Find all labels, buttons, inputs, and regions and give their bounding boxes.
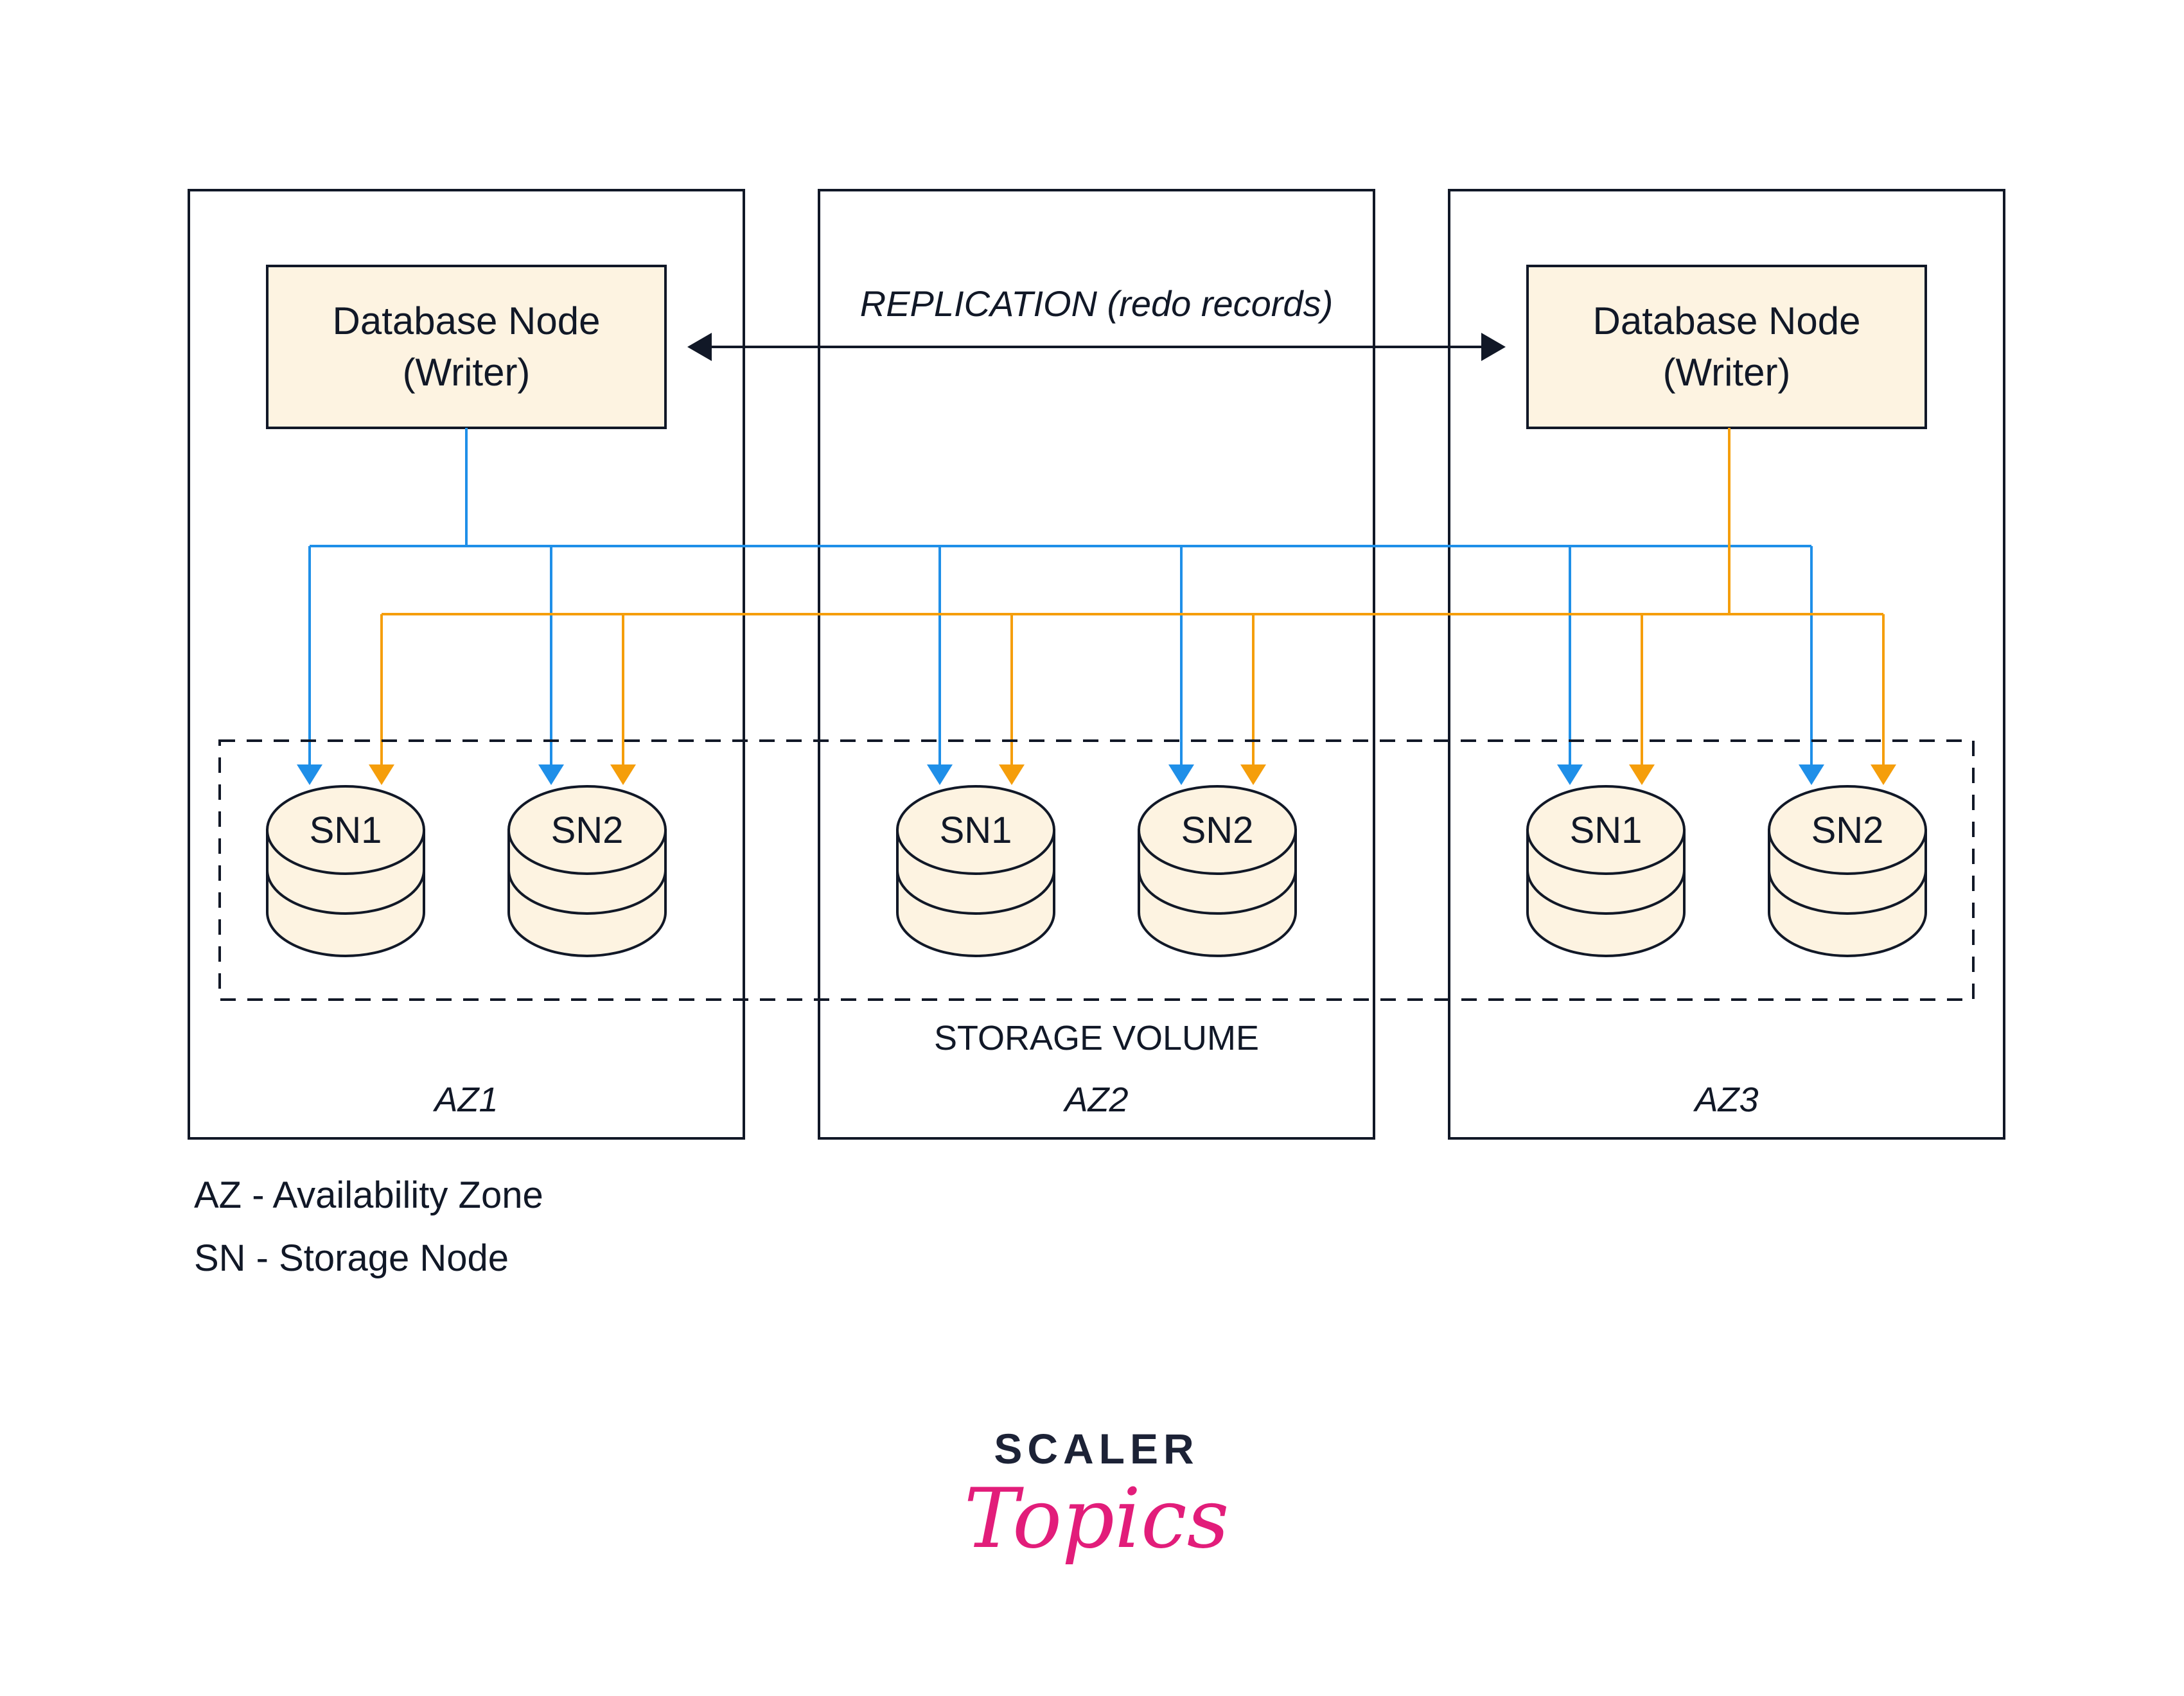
storage-volume [218,739,1975,1001]
replication-arrowhead-right [1481,333,1506,361]
storage-node-label: SN1 [940,809,1012,851]
write-path-arrowhead [369,764,394,785]
storage-volume-label: STORAGE VOLUME [934,1019,1259,1057]
write-path-arrowhead [1629,764,1655,785]
logo-topics-text: Topics [964,1471,1229,1567]
storage-node-az2-sn1: SN1 [896,785,1055,957]
storage-node-az3-sn1: SN1 [1526,785,1686,957]
write-path-arrowhead [610,764,636,785]
storage-node-label: SN1 [310,809,382,851]
cylinder-ring [1768,869,1927,915]
writer-node-az1 [266,265,667,429]
zone-az2-label: AZ2 [1062,1081,1128,1119]
cylinder-top [896,785,1055,875]
storage-node-label: SN2 [1181,809,1254,851]
write-path-arrowhead [999,764,1025,785]
cylinder-top [266,785,425,875]
cylinder-top [1526,785,1686,875]
zone-az3 [1448,189,2005,1140]
writer-node-az3-role: (Writer) [1663,351,1791,394]
cylinder-ring [266,869,425,915]
cylinder-top [1768,785,1927,875]
storage-node-label: SN2 [551,809,624,851]
cylinder-ring [507,869,667,915]
write-path-arrowhead [538,764,564,785]
cylinder-ring [1138,869,1297,915]
storage-nodes: SN1 SN2 SN1 SN2 SN1 SN2 [266,785,1927,957]
write-path-arrowhead [1557,764,1583,785]
zone-az1 [188,189,745,1140]
cylinder-ring [1526,869,1686,915]
writer-node-az1-title: Database Node [333,299,601,342]
storage-node-az1-sn1: SN1 [266,785,425,957]
zone-az1-label: AZ1 [432,1081,498,1119]
storage-node-label: SN1 [1570,809,1642,851]
writer-node-az3 [1526,265,1927,429]
write-path-arrowhead [1240,764,1266,785]
write-path-arrowhead [1799,764,1824,785]
zone-az3-label: AZ3 [1693,1081,1758,1119]
storage-node-label: SN2 [1811,809,1884,851]
scaler-topics-logo: SCALER Topics [964,1425,1229,1567]
write-path-arrowhead [927,764,953,785]
logo-scaler-text: SCALER [994,1425,1199,1472]
writer-node-az3-title: Database Node [1593,299,1861,342]
legend-az: AZ - Availability Zone [194,1174,543,1216]
writer-az3-write-paths [369,428,1896,785]
replication-arrowhead-left [687,333,712,361]
write-path-arrowhead [297,764,322,785]
replication-label: REPLICATION (redo records) [860,283,1333,324]
cylinder-top [1138,785,1297,875]
zone-az2 [818,189,1375,1140]
cylinder-top [507,785,667,875]
cylinder-ring [896,869,1055,915]
write-path-arrowhead [1871,764,1896,785]
writer-az1-write-paths [297,428,1824,785]
storage-node-az2-sn2: SN2 [1138,785,1297,957]
legend-sn: SN - Storage Node [194,1237,509,1279]
writer-node-az1-role: (Writer) [403,351,531,394]
storage-node-az3-sn2: SN2 [1768,785,1927,957]
write-path-arrowhead [1168,764,1194,785]
storage-node-az1-sn2: SN2 [507,785,667,957]
